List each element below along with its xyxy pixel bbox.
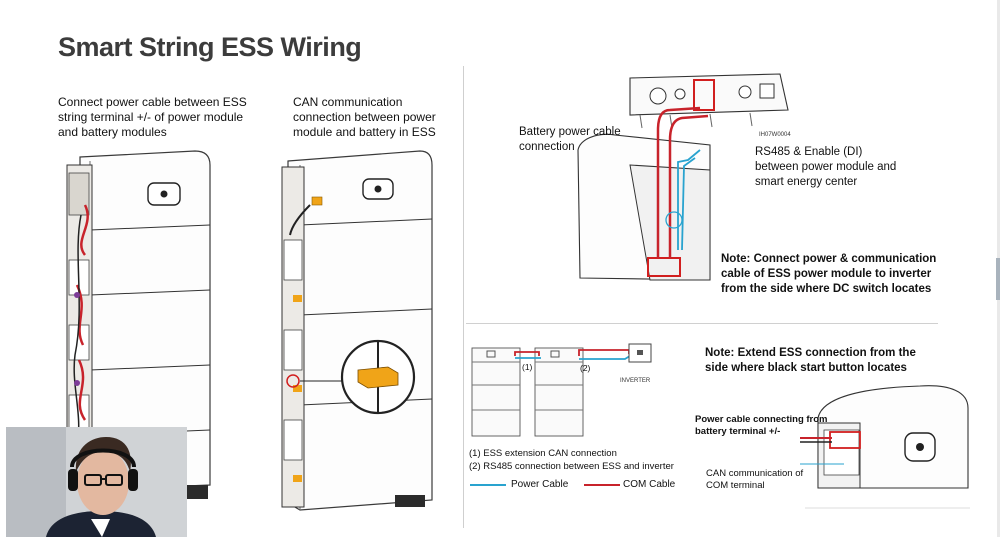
ess-extension-schematic	[471, 343, 652, 437]
rs485-label: RS485 & Enable (DI) between power module…	[755, 146, 897, 188]
note-top: Note: Connect power & communication cabl…	[721, 253, 937, 295]
com-cable-swatch	[584, 484, 620, 486]
power-cable-connecting-label: Power cable connecting from battery term…	[695, 414, 828, 437]
legend-line-1: (1) ESS extension CAN connection	[469, 448, 617, 459]
power-cable-legend: Power Cable	[511, 479, 569, 490]
left-caption: Connect power cable between ESS string t…	[58, 95, 247, 139]
inverter-label: INVERTER	[620, 378, 651, 384]
ess-closeup	[800, 385, 970, 509]
marker-2: (2)	[580, 363, 591, 373]
can-com-terminal-label: CAN communication of COM terminal	[706, 468, 804, 491]
horizontal-divider	[466, 323, 938, 324]
com-cable-legend: COM Cable	[623, 479, 676, 490]
battery-power-label: Battery power cable connection	[519, 126, 621, 153]
note-bottom: Note: Extend ESS connection from the sid…	[705, 347, 916, 374]
inverter-ess-diagram	[577, 73, 789, 281]
legend-line-2: (2) RS485 connection between ESS and inv…	[469, 461, 674, 472]
marker-1: (1)	[522, 362, 533, 372]
ess-unit-middle	[281, 150, 433, 511]
slide-title: Smart String ESS Wiring	[58, 32, 362, 62]
side-tab[interactable]	[996, 258, 1000, 300]
middle-caption: CAN communication connection between pow…	[293, 95, 436, 139]
power-cable-swatch	[470, 484, 506, 486]
webcam-presenter	[6, 427, 187, 537]
model-code: IH07W0004	[759, 132, 791, 138]
vertical-divider	[463, 66, 464, 528]
